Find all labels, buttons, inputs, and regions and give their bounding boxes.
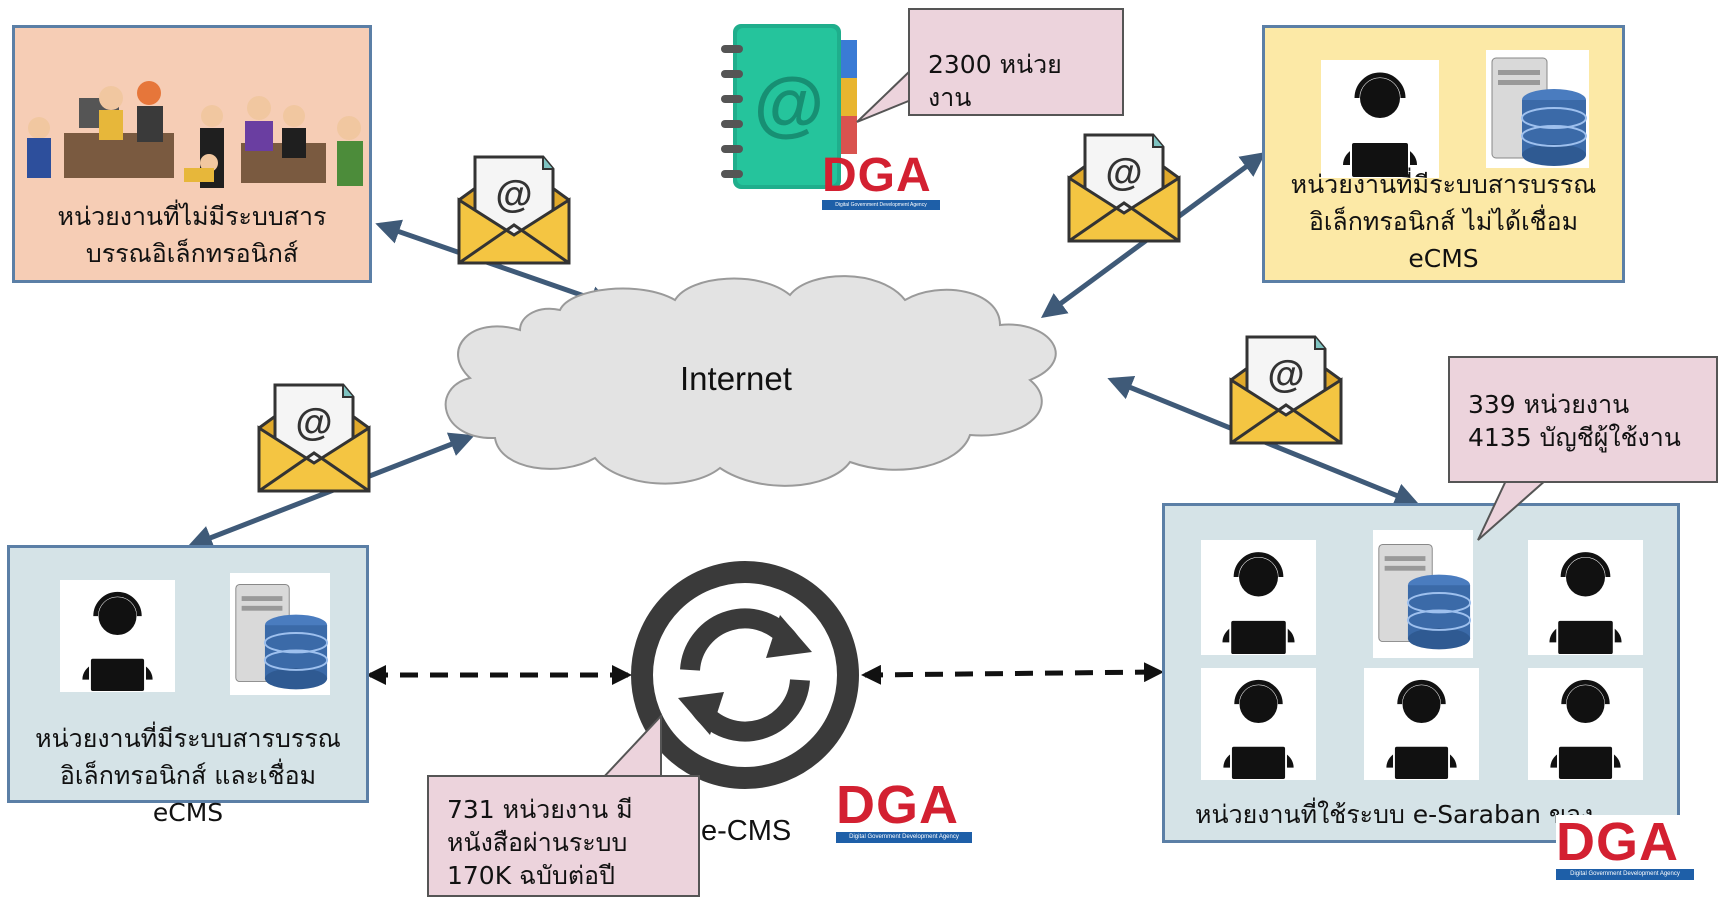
- callout-pointer: [1477, 471, 1556, 541]
- svg-text:@: @: [495, 174, 532, 216]
- operator-icon: [1528, 668, 1643, 781]
- dga-logo-mark: DGA: [836, 775, 959, 835]
- internet-label: Internet: [680, 360, 792, 397]
- database-server-icon: [230, 573, 330, 695]
- callout-directory: 2300 หน่วยงาน: [908, 8, 1124, 116]
- svg-text:@: @: [295, 402, 332, 444]
- box-system-no-ecms-label: หน่วยงานที่มีระบบสารบรรณ อิเล็กทรอนิกส์ …: [1290, 170, 1597, 273]
- dga-logo: DGA Digital Government Development Agenc…: [1556, 815, 1694, 880]
- callout-esaraban-users: 339 หน่วยงาน 4135 บัญชีผู้ใช้งาน: [1448, 356, 1718, 483]
- operator-icon: [1321, 60, 1439, 179]
- dga-logo: DGA Digital Government Development Agenc…: [822, 152, 940, 210]
- box-esaraban: หน่วยงานที่ใช้ระบบ e-Saraban ของ: [1162, 503, 1680, 843]
- callout-pointer: [856, 69, 912, 123]
- svg-text:@: @: [754, 64, 824, 144]
- svg-text:@: @: [1105, 152, 1142, 194]
- box-system-with-ecms: หน่วยงานที่มีระบบสารบรรณ อิเล็กทรอนิกส์ …: [7, 545, 369, 827]
- callout-ecms-stats: 731 หน่วยงาน มี หนังสือผ่านระบบ 170K ฉบั…: [427, 775, 700, 897]
- office-crowd-illustration: [27, 81, 363, 188]
- operator-icon: [1201, 668, 1316, 781]
- cloud-icon: [444, 275, 1057, 487]
- callout-pointer: [600, 713, 662, 781]
- dashed-arrow-right: [861, 662, 1164, 685]
- arrow-no-system-internet: [375, 219, 615, 311]
- operator-icon: [1201, 540, 1316, 656]
- dga-logo-subtitle: Digital Government Development Agency: [836, 832, 972, 843]
- dga-logo-subtitle: Digital Government Development Agency: [1556, 869, 1694, 880]
- svg-text:@: @: [1267, 354, 1304, 396]
- box-no-system: หน่วยงานที่ไม่มีระบบสาร บรรณอิเล็กทรอนิก…: [12, 25, 372, 283]
- email-envelope-icon: @: [1229, 335, 1343, 445]
- email-envelope-icon: @: [257, 383, 371, 493]
- sync-icon: [631, 561, 859, 789]
- ecms-label: e-CMS: [701, 815, 792, 847]
- email-envelope-icon: @: [457, 155, 571, 265]
- email-envelope-icon: @: [1067, 133, 1181, 243]
- address-book-icon: @: [721, 24, 857, 189]
- box-system-no-ecms: หน่วยงานที่มีระบบสารบรรณ อิเล็กทรอนิกส์ …: [1262, 25, 1625, 283]
- database-server-icon: [1373, 530, 1473, 658]
- database-server-icon: [1486, 50, 1589, 168]
- operator-icon: [1528, 540, 1643, 656]
- box-no-system-label: หน่วยงานที่ไม่มีระบบสาร บรรณอิเล็กทรอนิก…: [57, 202, 327, 268]
- dga-logo-mark: DGA: [1556, 812, 1679, 872]
- box-esaraban-label: หน่วยงานที่ใช้ระบบ e-Saraban ของ: [1195, 800, 1594, 829]
- dga-logo: DGA Digital Government Development Agenc…: [836, 778, 972, 843]
- box-system-with-ecms-label: หน่วยงานที่มีระบบสารบรรณ อิเล็กทรอนิกส์ …: [35, 724, 341, 827]
- dga-logo-mark: DGA: [822, 149, 932, 202]
- operator-icon: [1364, 668, 1479, 781]
- operator-icon: [60, 580, 175, 693]
- dga-logo-subtitle: Digital Government Development Agency: [822, 200, 940, 210]
